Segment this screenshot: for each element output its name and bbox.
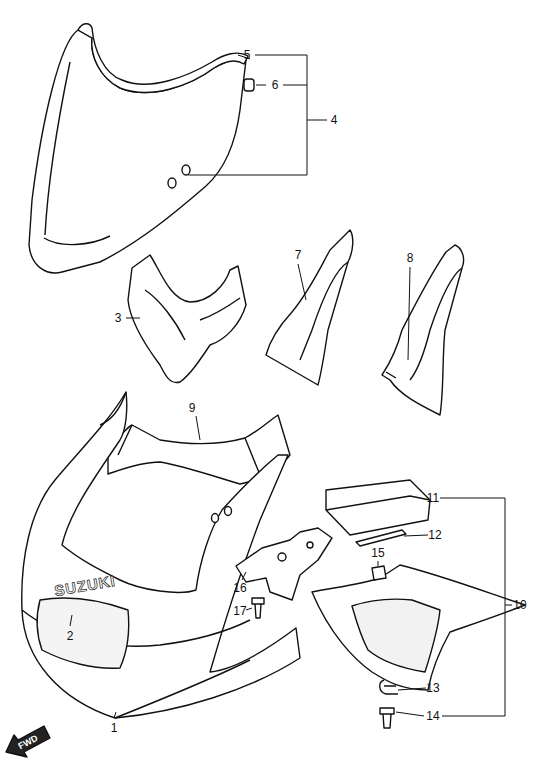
callout-number: 4 [331, 114, 338, 126]
bracket [236, 528, 332, 600]
callout-number: 6 [272, 79, 279, 91]
air-duct [312, 565, 525, 690]
callout-number: 5 [244, 49, 251, 61]
callout-number: 10 [513, 599, 526, 611]
callout-number: 15 [371, 547, 384, 559]
callout-number: 2 [67, 630, 74, 642]
inner-panel [128, 255, 246, 383]
seal-strip [356, 530, 406, 546]
clip-nut [380, 680, 398, 694]
screw [380, 708, 394, 728]
forward-arrow [6, 726, 50, 757]
callout-number: 13 [426, 682, 439, 694]
callout-number: 11 [427, 492, 439, 504]
windscreen-trim [78, 24, 248, 93]
grommet [244, 79, 254, 91]
leader-lines [70, 55, 512, 718]
callout-number: 1 [111, 722, 118, 734]
callout-number: 7 [295, 249, 302, 261]
callout-number: 8 [407, 252, 414, 264]
bolt [252, 598, 264, 618]
callout-number: 9 [189, 402, 196, 414]
duct-lid [326, 480, 430, 535]
callout-number: 14 [426, 710, 439, 722]
side-panel-right [382, 245, 464, 415]
callout-number: 16 [233, 582, 246, 594]
callout-number: 12 [428, 529, 441, 541]
side-panel-left [266, 230, 353, 385]
callout-number: 17 [233, 605, 246, 617]
clip [372, 566, 386, 580]
windscreen-edge [44, 62, 110, 245]
headlight-lens [37, 598, 129, 668]
callout-number: 3 [115, 312, 122, 324]
